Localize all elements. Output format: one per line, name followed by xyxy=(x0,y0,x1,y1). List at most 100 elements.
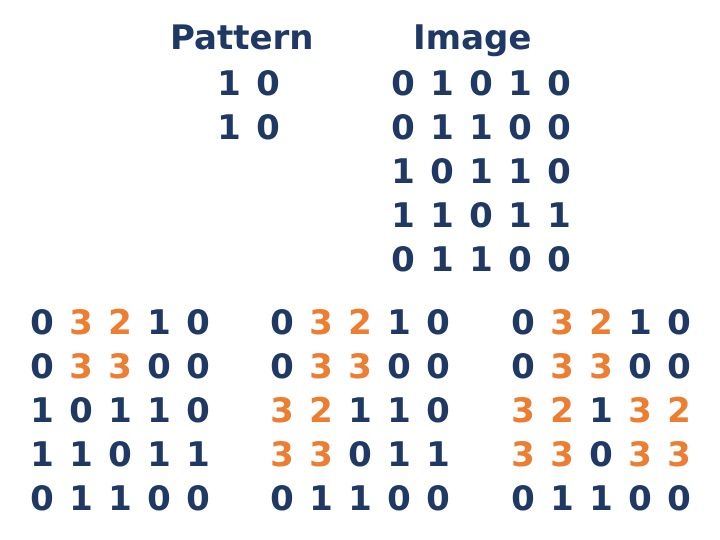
matrix-cell: 0 xyxy=(256,108,280,148)
matrix-cell: 0 xyxy=(547,108,571,148)
matrix-cell: 1 xyxy=(391,196,415,236)
matrix-cell: 0 xyxy=(628,347,652,387)
matrix-cell: 3 xyxy=(589,347,613,387)
matrix-cell: 1 xyxy=(589,391,613,431)
matrix-cell: 1 xyxy=(430,64,454,104)
matrix-cell: 1 xyxy=(186,435,210,475)
matrix-cell: 3 xyxy=(69,347,93,387)
matrix-cell: 0 xyxy=(348,435,372,475)
matrix-cell: 3 xyxy=(108,347,132,387)
matrix-cell: 0 xyxy=(667,347,691,387)
matrix-cell: 1 xyxy=(348,391,372,431)
matrix-cell: 1 xyxy=(387,303,411,343)
matrix-cell: 2 xyxy=(309,391,333,431)
matrix-cell: 1 xyxy=(430,240,454,280)
matrix-cell: 0 xyxy=(108,435,132,475)
matrix-cell: 0 xyxy=(391,64,415,104)
matrix-cell: 0 xyxy=(511,479,535,519)
matrix-cell: 0 xyxy=(426,391,450,431)
matrix-cell: 3 xyxy=(270,435,294,475)
matrix-cell: 0 xyxy=(30,479,54,519)
matrix-cell: 1 xyxy=(430,108,454,148)
matrix-cell: 1 xyxy=(30,391,54,431)
matrix-cell: 1 xyxy=(69,435,93,475)
matrix-cell: 3 xyxy=(309,435,333,475)
matrix-cell: 0 xyxy=(667,303,691,343)
matrix-cell: 0 xyxy=(628,479,652,519)
matrix-cell: 0 xyxy=(186,479,210,519)
matrix-cell: 1 xyxy=(550,479,574,519)
matrix-cell: 0 xyxy=(186,303,210,343)
matrix-cell: 3 xyxy=(628,391,652,431)
matrix-cell: 1 xyxy=(108,391,132,431)
matrix-cell: 1 xyxy=(30,435,54,475)
matrix-cell: 0 xyxy=(387,347,411,387)
matrix-cell: 1 xyxy=(547,196,571,236)
matrix-cell: 1 xyxy=(147,391,171,431)
matrix-cell: 0 xyxy=(547,240,571,280)
matrix-cell: 0 xyxy=(511,303,535,343)
matrix-cell: 1 xyxy=(589,479,613,519)
matrix-cell: 0 xyxy=(387,479,411,519)
matrix-cell: 1 xyxy=(348,479,372,519)
matrix-cell: 0 xyxy=(469,196,493,236)
matrix-cell: 0 xyxy=(391,108,415,148)
matrix-cell: 1 xyxy=(469,152,493,192)
matrix-cell: 0 xyxy=(547,152,571,192)
matrix-cell: 3 xyxy=(309,347,333,387)
matrix-cell: 2 xyxy=(589,303,613,343)
matrix-cell: 3 xyxy=(667,435,691,475)
matrix-cell: 0 xyxy=(270,479,294,519)
matrix-cell: 1 xyxy=(387,435,411,475)
matrix-cell: 0 xyxy=(508,240,532,280)
matrix-cell: 1 xyxy=(147,303,171,343)
matrix-cell: 0 xyxy=(426,347,450,387)
matrix-cell: 0 xyxy=(430,152,454,192)
matrix-cell: 0 xyxy=(270,303,294,343)
matrix-cell: 3 xyxy=(511,391,535,431)
matrix-cell: 1 xyxy=(309,479,333,519)
matrix-cell: 0 xyxy=(589,435,613,475)
matrix-cell: 1 xyxy=(469,240,493,280)
matrix-cell: 0 xyxy=(30,303,54,343)
image-title: Image xyxy=(413,18,532,58)
matrix-cell: 0 xyxy=(508,108,532,148)
matrix-cell: 1 xyxy=(387,391,411,431)
matrix-cell: 0 xyxy=(186,347,210,387)
matrix-cell: 2 xyxy=(550,391,574,431)
matrix-cell: 1 xyxy=(217,108,241,148)
matrix-cell: 3 xyxy=(550,303,574,343)
matrix-cell: 0 xyxy=(69,391,93,431)
matrix-cell: 3 xyxy=(348,347,372,387)
matrix-cell: 1 xyxy=(147,435,171,475)
matrix-cell: 1 xyxy=(391,152,415,192)
matrix-cell: 1 xyxy=(69,479,93,519)
matrix-cell: 3 xyxy=(550,347,574,387)
matrix-cell: 0 xyxy=(469,64,493,104)
matrix-cell: 0 xyxy=(256,64,280,104)
matrix-cell: 3 xyxy=(511,435,535,475)
matrix-cell: 1 xyxy=(508,64,532,104)
matrix-cell: 2 xyxy=(667,391,691,431)
matrix-cell: 1 xyxy=(217,64,241,104)
matrix-cell: 0 xyxy=(426,303,450,343)
matrix-cell: 1 xyxy=(108,479,132,519)
matrix-cell: 0 xyxy=(426,479,450,519)
matrix-cell: 3 xyxy=(628,435,652,475)
matrix-cell: 2 xyxy=(108,303,132,343)
matrix-cell: 3 xyxy=(69,303,93,343)
matrix-cell: 1 xyxy=(628,303,652,343)
matrix-cell: 1 xyxy=(508,152,532,192)
matrix-cell: 3 xyxy=(550,435,574,475)
matrix-cell: 0 xyxy=(547,64,571,104)
pattern-title: Pattern xyxy=(170,18,314,58)
matrix-cell: 3 xyxy=(270,391,294,431)
matrix-cell: 0 xyxy=(147,347,171,387)
matrix-cell: 0 xyxy=(30,347,54,387)
matrix-cell: 1 xyxy=(426,435,450,475)
matrix-cell: 2 xyxy=(348,303,372,343)
matrix-cell: 0 xyxy=(391,240,415,280)
matrix-cell: 0 xyxy=(147,479,171,519)
matrix-cell: 0 xyxy=(511,347,535,387)
matrix-cell: 0 xyxy=(186,391,210,431)
